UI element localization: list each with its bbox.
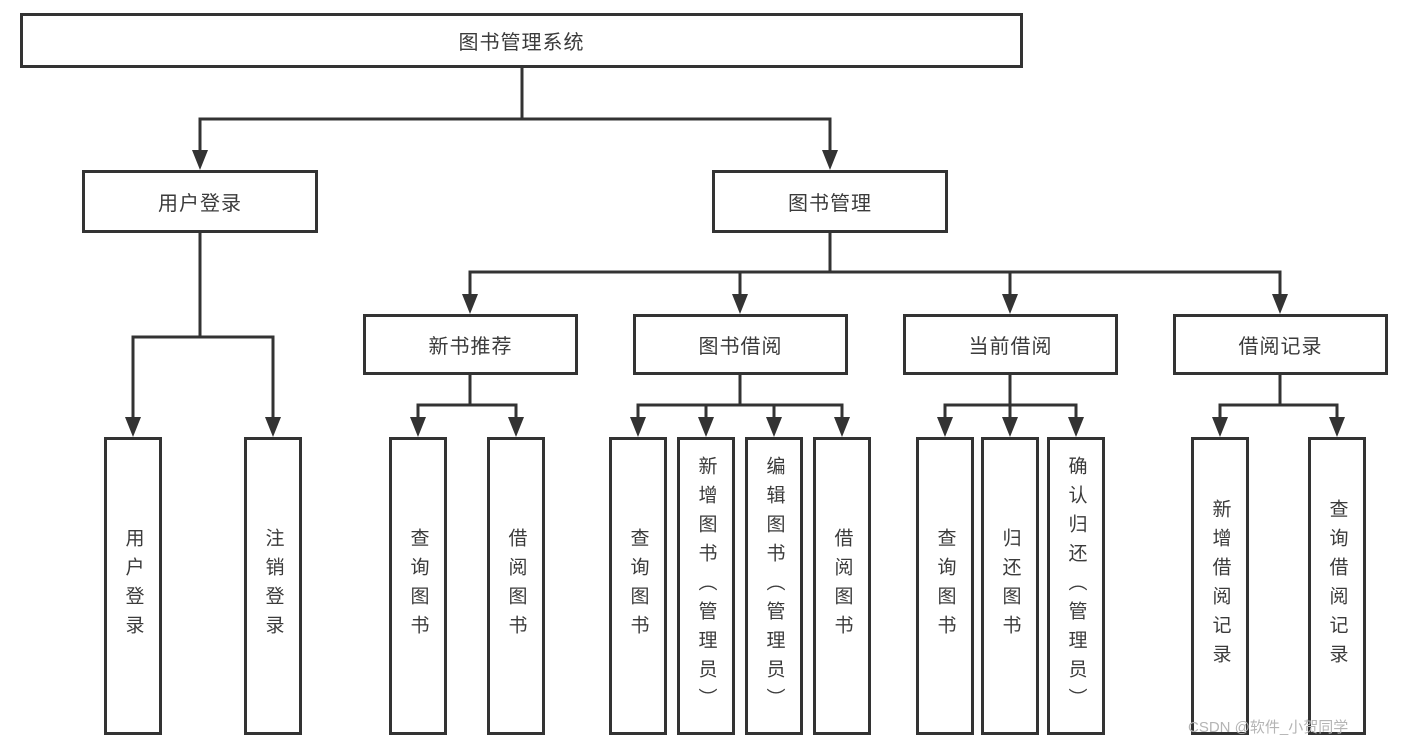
node-leaf-add-borrow-record: 新增借阅记录 (1191, 437, 1249, 735)
node-leaf-borrow-books-1-label: 借阅图书 (505, 528, 527, 644)
connector-new-book-recommend (416, 375, 518, 419)
node-user-login-label: 用户登录 (158, 193, 242, 215)
node-current-borrow-label: 当前借阅 (968, 336, 1053, 358)
arrowheads-root (192, 150, 838, 170)
node-user-login: 用户登录 (82, 170, 318, 233)
node-leaf-query-books-2: 查询图书 (609, 437, 667, 735)
arrowheads-borrow-records (1212, 417, 1345, 437)
node-leaf-edit-book-admin: 编辑图书（管理员） (745, 437, 803, 735)
node-book-management: 图书管理 (712, 170, 948, 233)
node-borrow-records-label: 借阅记录 (1238, 336, 1323, 358)
node-book-borrow: 图书借阅 (633, 314, 848, 375)
connector-book-management (468, 233, 1282, 296)
node-leaf-user-login-label: 用户登录 (122, 528, 144, 644)
connector-root (198, 68, 832, 152)
node-leaf-user-login: 用户登录 (104, 437, 162, 735)
node-leaf-borrow-books-2-label: 借阅图书 (831, 528, 853, 644)
node-book-borrow-label: 图书借阅 (698, 336, 783, 358)
node-leaf-query-books-3: 查询图书 (916, 437, 974, 735)
node-leaf-return-book-label: 归还图书 (999, 528, 1021, 644)
node-leaf-query-books-1: 查询图书 (389, 437, 447, 735)
node-leaf-borrow-books-2: 借阅图书 (813, 437, 871, 735)
connector-current-borrow (943, 375, 1078, 419)
node-borrow-records: 借阅记录 (1173, 314, 1388, 375)
csdn-watermark: CSDN @软件_小贺同学 (1188, 719, 1349, 736)
node-root: 图书管理系统 (20, 13, 1023, 68)
node-current-borrow: 当前借阅 (903, 314, 1118, 375)
connector-book-borrow (636, 375, 844, 419)
arrowheads-book-management (462, 294, 1288, 314)
node-leaf-query-books-1-label: 查询图书 (407, 528, 429, 644)
node-new-book-recommend-label: 新书推荐 (428, 336, 513, 358)
node-leaf-return-book: 归还图书 (981, 437, 1039, 735)
node-leaf-logout: 注销登录 (244, 437, 302, 735)
node-new-book-recommend: 新书推荐 (363, 314, 578, 375)
node-leaf-add-book-admin: 新增图书（管理员） (677, 437, 735, 735)
node-leaf-edit-book-admin-label: 编辑图书（管理员） (763, 455, 785, 717)
node-leaf-confirm-return-admin-label: 确认归还（管理员） (1065, 455, 1087, 717)
node-leaf-add-borrow-record-label: 新增借阅记录 (1209, 499, 1231, 673)
node-leaf-confirm-return-admin: 确认归还（管理员） (1047, 437, 1105, 735)
node-leaf-add-book-admin-label: 新增图书（管理员） (695, 455, 717, 717)
node-leaf-logout-label: 注销登录 (262, 528, 284, 644)
connector-user-login (131, 233, 275, 419)
arrowheads-current-borrow (937, 417, 1084, 437)
arrowheads-book-borrow (630, 417, 850, 437)
node-leaf-borrow-books-1: 借阅图书 (487, 437, 545, 735)
node-leaf-query-books-2-label: 查询图书 (627, 528, 649, 644)
arrowheads-user-login (125, 417, 281, 437)
node-book-management-label: 图书管理 (788, 193, 872, 215)
arrowheads-new-book-recommend (410, 417, 524, 437)
node-leaf-query-borrow-record: 查询借阅记录 (1308, 437, 1366, 735)
connector-borrow-records (1218, 375, 1339, 419)
node-root-label: 图书管理系统 (458, 32, 585, 54)
node-leaf-query-borrow-record-label: 查询借阅记录 (1326, 499, 1348, 673)
node-leaf-query-books-3-label: 查询图书 (934, 528, 956, 644)
